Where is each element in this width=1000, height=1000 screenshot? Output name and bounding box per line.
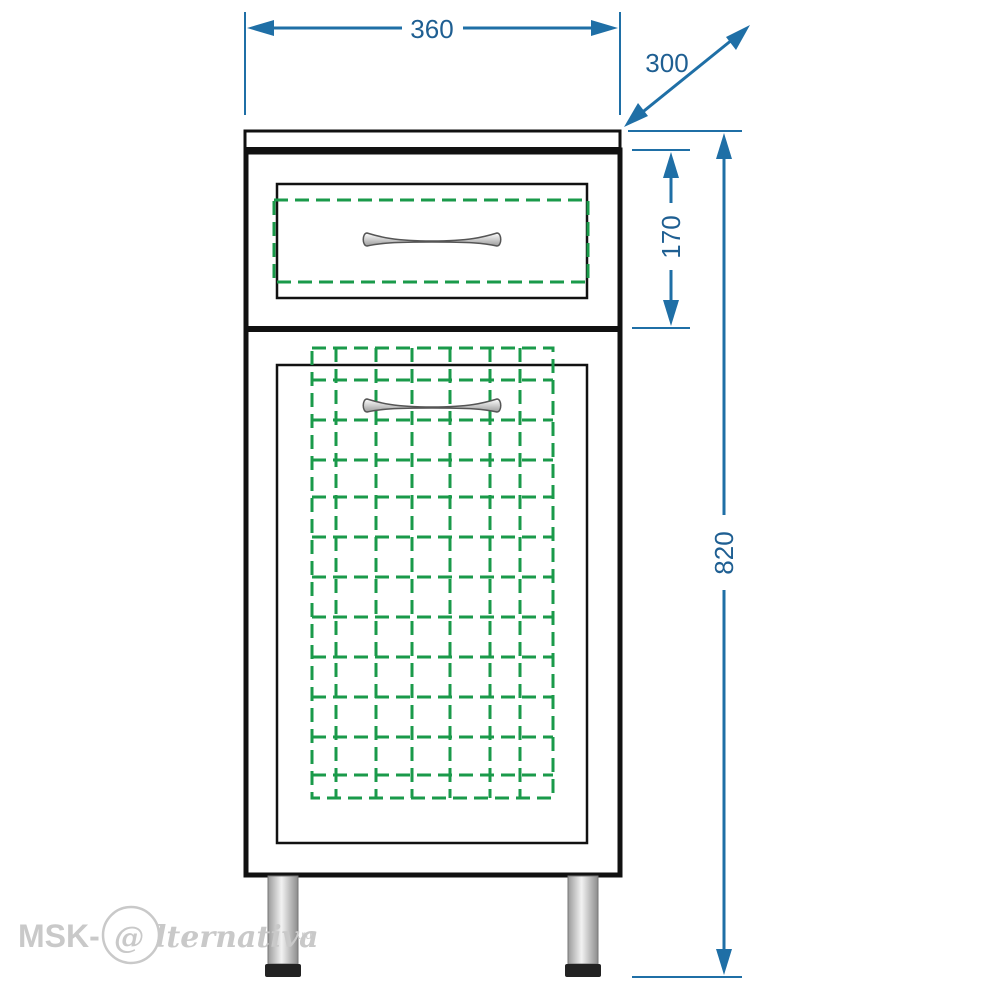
door-handle[interactable]	[362, 398, 502, 413]
watermark-logo: MSK- @ lternativa .ru	[18, 905, 319, 965]
width-arrow-left-icon	[247, 20, 274, 36]
drawer-arrow-up-icon	[663, 152, 679, 178]
drawer-height-dimension: 170	[632, 149, 690, 329]
basket-outline	[310, 346, 555, 800]
height-arrow-down-icon	[716, 949, 732, 975]
depth-dimension-line	[633, 33, 739, 121]
watermark-ring-icon	[101, 905, 161, 965]
basket-grid	[312, 348, 553, 798]
leg-right	[565, 875, 601, 977]
height-arrow-up-icon	[716, 133, 732, 159]
cabinet	[243, 129, 623, 878]
width-dimension: 360	[244, 12, 621, 115]
laundry-basket-dashed	[310, 346, 555, 800]
drawer-arrow-down-icon	[663, 300, 679, 326]
depth-arrow-lower-icon	[624, 103, 648, 127]
depth-dimension: 300	[624, 25, 750, 127]
depth-label: 300	[645, 48, 688, 78]
drawer-insert-dashed	[272, 198, 590, 284]
cabinet-carcass	[243, 147, 623, 878]
drawer-handle[interactable]	[362, 232, 502, 247]
watermark-tld: .ru	[298, 928, 312, 942]
width-label: 360	[410, 14, 453, 44]
total-height-label: 820	[709, 531, 739, 574]
total-height-dimension: 820	[628, 130, 742, 978]
watermark-at-symbol: @	[114, 921, 144, 956]
drawer-front	[275, 182, 589, 300]
width-arrow-right-icon	[591, 20, 618, 36]
cabinet-legs	[265, 875, 601, 977]
door-front	[275, 363, 589, 845]
leg-left	[265, 875, 301, 977]
watermark-prefix: MSK-	[18, 918, 100, 954]
depth-arrow-upper-icon	[726, 25, 750, 50]
watermark-name: lternativa	[155, 920, 319, 955]
drawer-height-label: 170	[656, 215, 686, 258]
